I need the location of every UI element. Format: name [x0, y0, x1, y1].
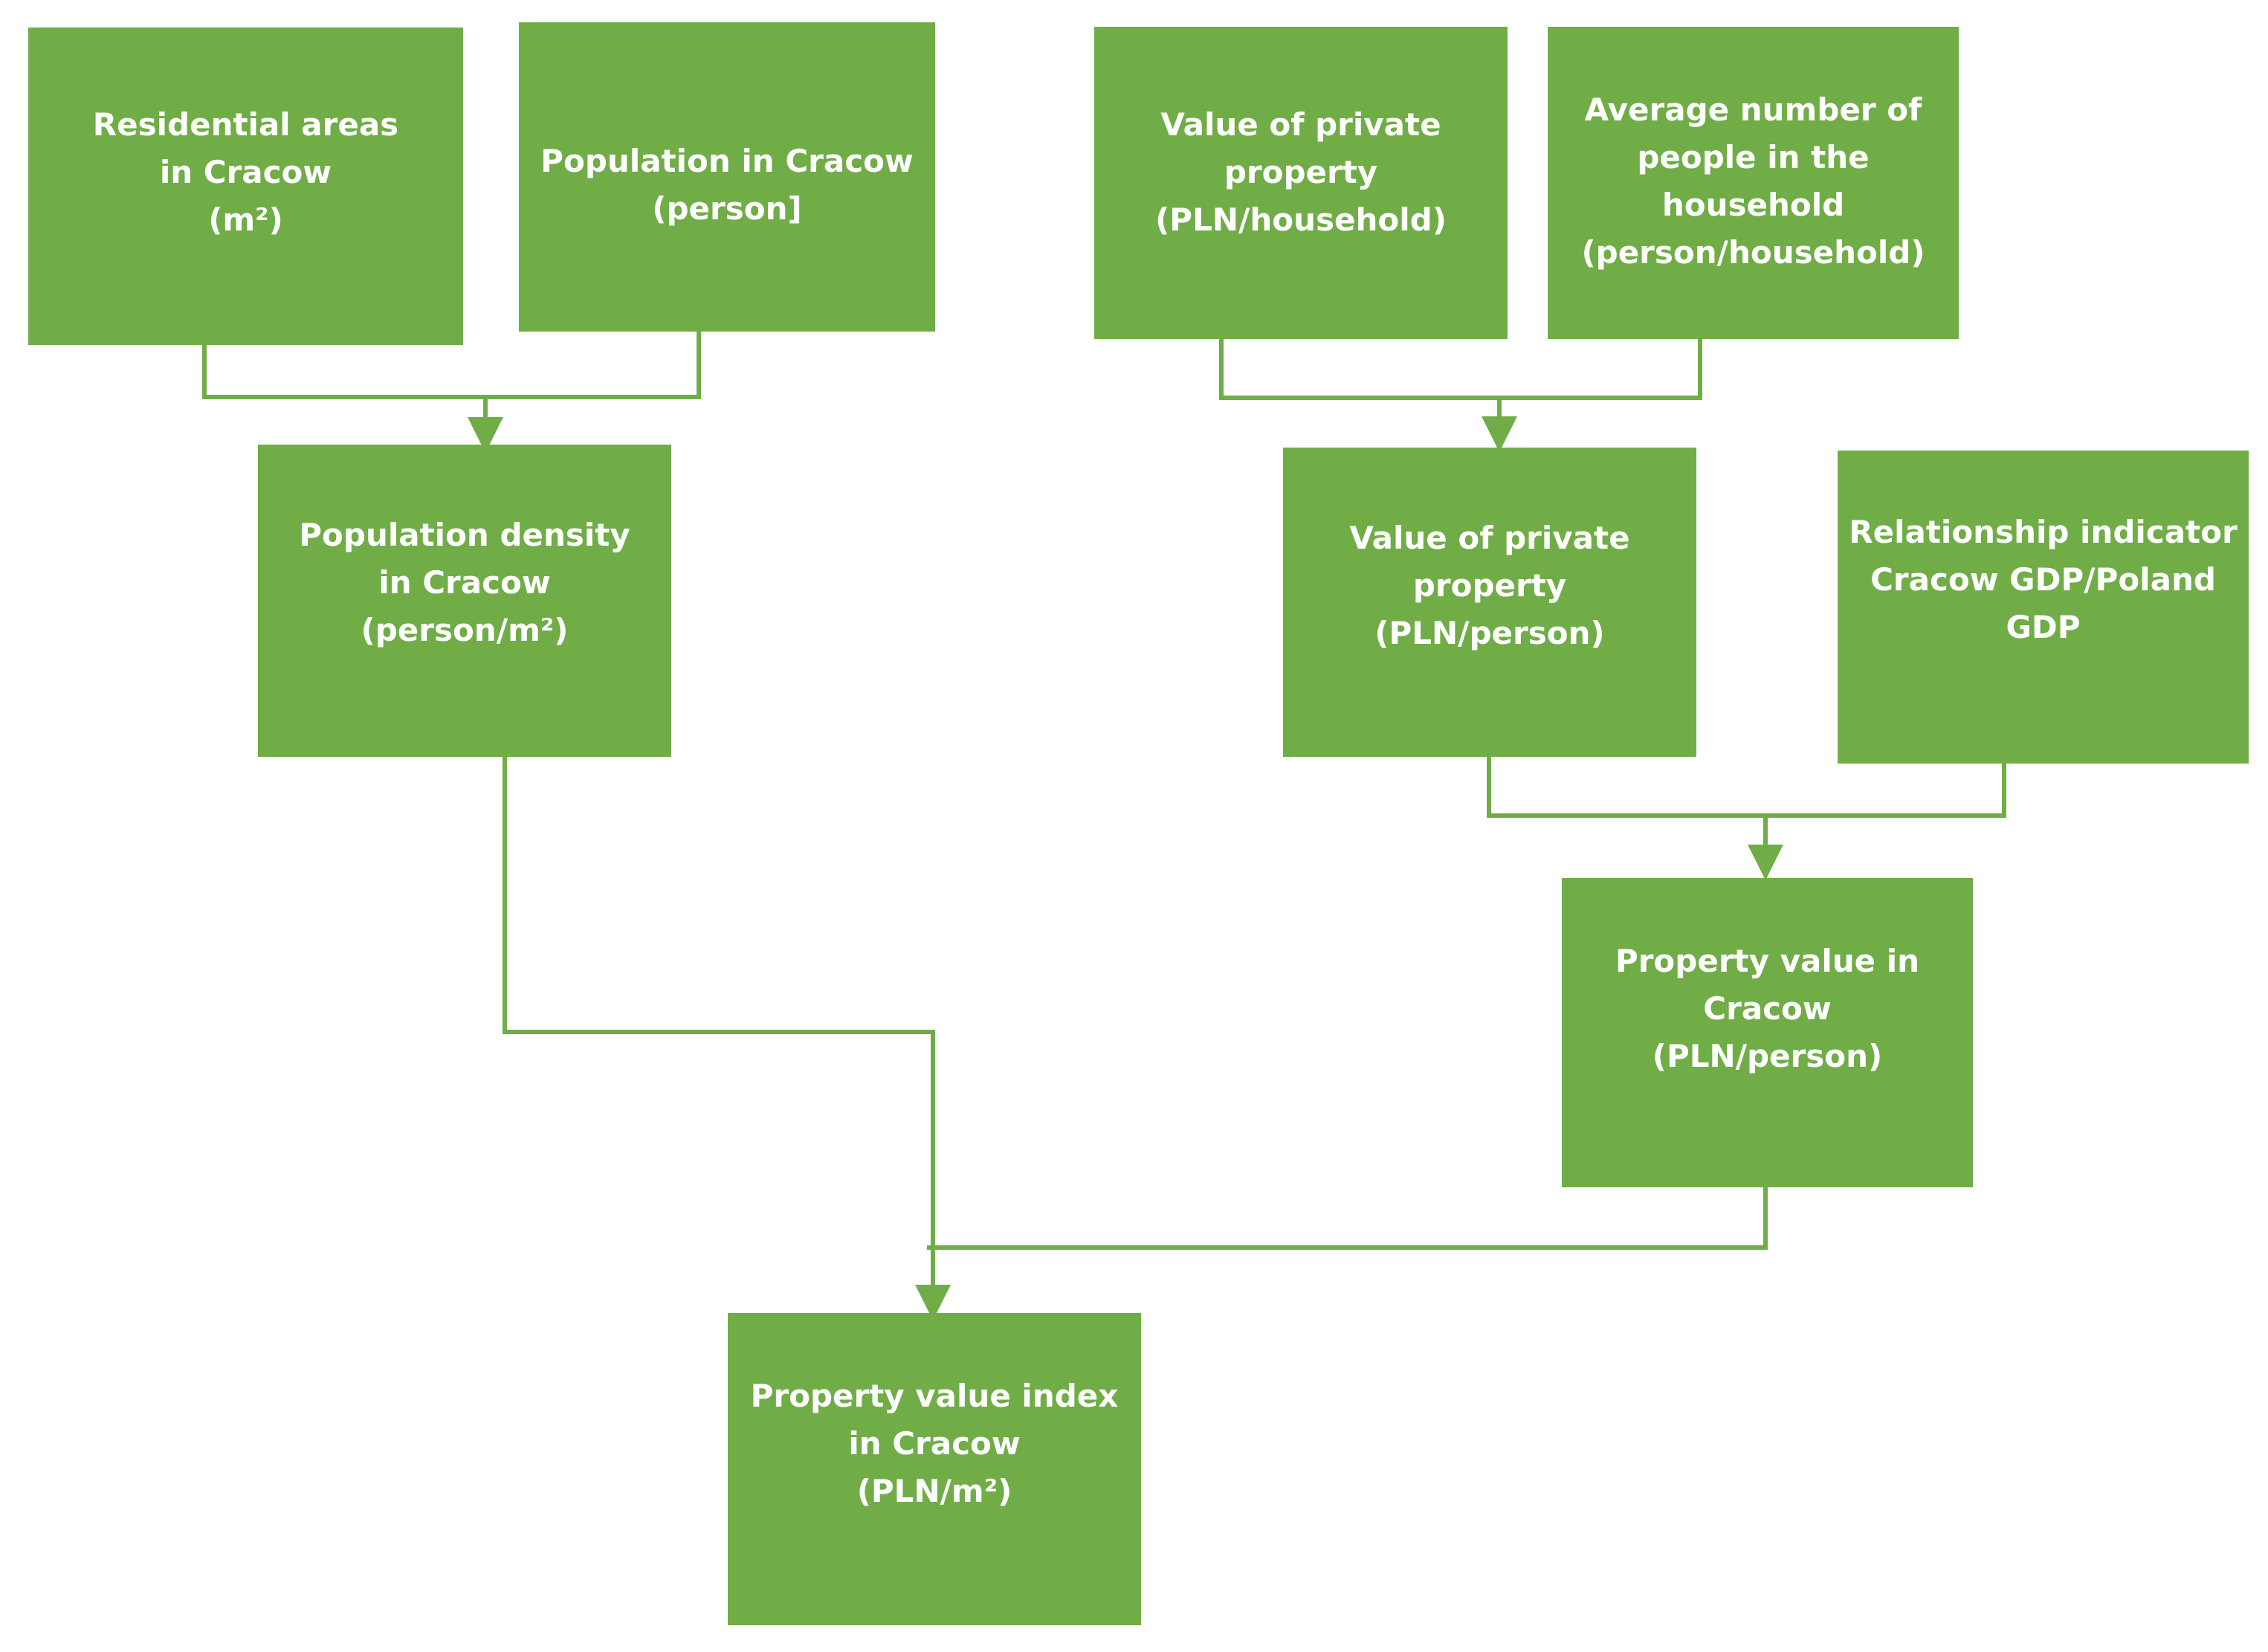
node-residential-areas-line3: (m²) [208, 201, 283, 238]
node-relationship-indicator-line2: Cracow GDP/Poland [1870, 561, 2216, 598]
node-population-density-line3: (person/m²) [361, 612, 569, 648]
node-value-private-person: Value of private property (PLN/person) [1283, 448, 1696, 757]
node-avg-people-household-line4: (person/household) [1581, 234, 1925, 271]
node-avg-people-household-line2: people in the [1637, 139, 1870, 175]
node-relationship-indicator-line1: Relationship indicator [1849, 514, 2238, 550]
node-population-line1: Population in Cracow [540, 143, 914, 179]
connector-property-value-to-index [927, 1187, 1768, 1250]
node-avg-people-household-line1: Average number of [1584, 91, 1922, 128]
node-population-density-line2: in Cracow [378, 564, 551, 601]
connector-residential-to-density [202, 344, 503, 453]
node-property-value-line2: Cracow [1703, 990, 1832, 1027]
connector-value-person-to-property-value [1487, 757, 1783, 880]
node-property-value-line1: Property value in [1615, 943, 1920, 979]
node-residential-areas-line2: in Cracow [159, 154, 332, 190]
node-property-value-index-line2: in Cracow [848, 1425, 1021, 1462]
node-value-private-household-line1: Value of private [1160, 106, 1441, 143]
node-residential-areas: Residential areas in Cracow (m²) [28, 28, 463, 345]
node-population-density: Population density in Cracow (person/m²) [258, 445, 671, 757]
node-value-private-household-line2: property [1224, 154, 1378, 190]
node-value-private-person-line2: property [1412, 567, 1567, 604]
node-value-private-household-line3: (PLN/household) [1155, 201, 1447, 238]
node-relationship-indicator: Relationship indicator Cracow GDP/Poland… [1838, 451, 2249, 764]
node-property-value-index-line3: (PLN/m²) [856, 1473, 1012, 1509]
connector-population-to-density [485, 331, 701, 399]
node-residential-areas-line1: Residential areas [92, 106, 399, 143]
node-value-private-person-line1: Value of private [1349, 520, 1630, 556]
connector-value-household-to-value-person [1219, 338, 1517, 452]
node-population-density-line1: Population density [299, 517, 630, 553]
node-property-value-index-line1: Property value index [750, 1378, 1119, 1414]
connector-avg-people-to-value-person [1499, 338, 1702, 400]
node-avg-people-household-line3: household [1661, 187, 1845, 223]
node-property-value: Property value in Cracow (PLN/person) [1562, 878, 1973, 1187]
node-property-value-line3: (PLN/person) [1652, 1038, 1883, 1074]
node-property-value-index: Property value index in Cracow (PLN/m²) [728, 1313, 1141, 1625]
connector-density-to-index [503, 757, 951, 1320]
node-relationship-indicator-line3: GDP [2006, 609, 2081, 645]
node-population: Population in Cracow (person] [519, 22, 935, 332]
node-value-private-household: Value of private property (PLN/household… [1094, 27, 1508, 339]
connector-relationship-to-property-value [1765, 764, 2006, 818]
node-value-private-person-line3: (PLN/person) [1374, 615, 1605, 651]
node-avg-people-household: Average number of people in the househol… [1548, 27, 1959, 339]
node-population-line2: (person] [652, 190, 802, 227]
